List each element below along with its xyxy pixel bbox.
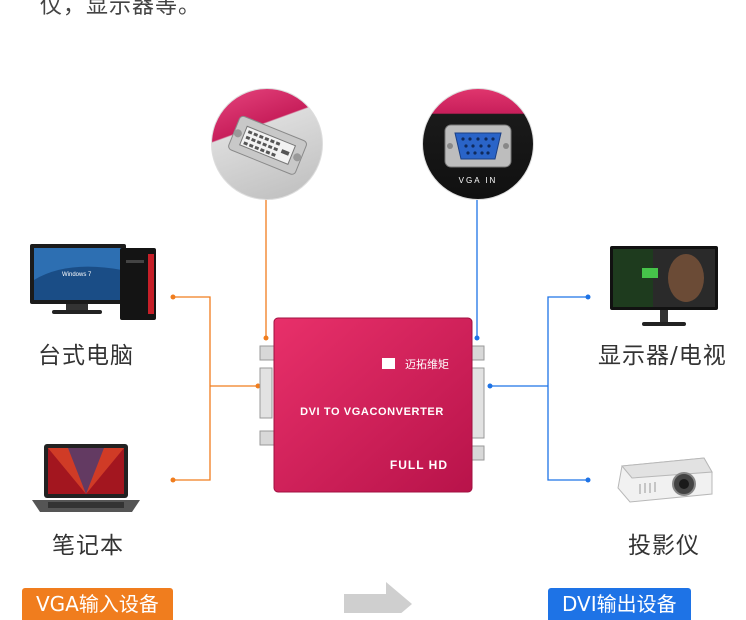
product-model: DVI TO VGACONVERTER	[300, 406, 444, 418]
vga-connector-icon: VGA IN	[444, 124, 512, 185]
right-arrow-icon	[344, 582, 412, 613]
dvi-port-closeup	[211, 88, 323, 200]
svg-text:Windows 7: Windows 7	[62, 272, 92, 278]
vga-input-devices-button[interactable]: VGA输入设备	[22, 588, 173, 620]
input-label-desktop: 台式电脑	[38, 343, 134, 369]
dvi-output-devices-button[interactable]: DVI输出设备	[548, 588, 691, 620]
desktop-computer-icon: Windows 7	[30, 244, 156, 320]
projector-icon	[617, 457, 713, 503]
input-label-laptop: 笔记本	[52, 533, 124, 559]
input-bracket-line	[173, 296, 211, 481]
input-lines	[173, 198, 267, 481]
monitor-tv-icon	[610, 246, 718, 326]
output-label-projector: 投影仪	[628, 533, 700, 559]
converter-device: 迈拓维矩 DVI TO VGACONVERTER FULL HD	[259, 317, 485, 493]
output-label-monitor: 显示器/电视	[598, 343, 727, 369]
dvi-connector-icon	[228, 115, 307, 175]
top-caption: 仪，显示器等。	[40, 0, 202, 19]
vga-in-label: VGA IN	[459, 176, 498, 185]
brand-name: 迈拓维矩	[405, 357, 449, 371]
output-lines	[476, 198, 588, 481]
full-hd-badge: FULL HD	[390, 458, 448, 472]
output-bracket-line	[547, 296, 588, 481]
vga-port-closeup: VGA IN	[422, 88, 534, 200]
laptop-icon	[32, 444, 140, 512]
brand-logo-icon	[382, 358, 395, 369]
